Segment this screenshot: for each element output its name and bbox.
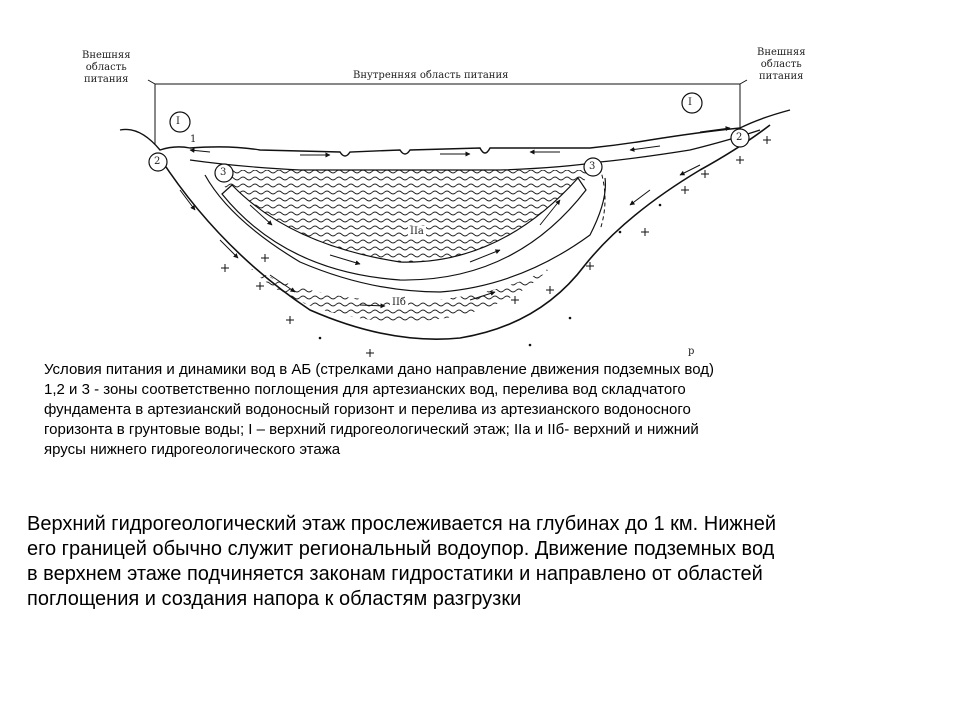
caption-line: горизонта в грунтовые воды; I – верхний … bbox=[44, 421, 699, 438]
zone-label-3-right: 3 bbox=[589, 161, 596, 172]
body-line: его границей обычно служит региональный … bbox=[27, 538, 775, 560]
caption-line: 1,2 и 3 - зоны соответственно поглощения… bbox=[44, 381, 686, 398]
layer-label-IIa: IIа bbox=[408, 226, 426, 238]
ground-surface bbox=[119, 109, 791, 157]
layer-label-IIb: IIб bbox=[390, 297, 408, 309]
basement-boundary bbox=[159, 124, 771, 340]
zone-label-I-left: I bbox=[176, 116, 180, 127]
body-line: в верхнем этаже подчиняется законам гидр… bbox=[27, 563, 763, 585]
basement-dots bbox=[318, 203, 662, 347]
figure-caption: Условия питания и динамики вод в АБ (стр… bbox=[44, 360, 924, 460]
caption-line: ярусы нижнего гидрогеологического этажа bbox=[44, 441, 341, 458]
basement-crosses bbox=[221, 136, 771, 357]
zone-label-1: 1 bbox=[190, 134, 197, 145]
zone-label-2-left: 2 bbox=[154, 156, 161, 167]
dashed-boundary bbox=[599, 167, 606, 231]
label-inner-area: Внутренняя область питания bbox=[350, 70, 512, 82]
caption-line: Условия питания и динамики вод в АБ (стр… bbox=[44, 361, 714, 378]
stray-mark: р bbox=[688, 346, 695, 357]
flow-band bbox=[221, 177, 587, 281]
caption-line: фундамента в артезианский водоносный гор… bbox=[44, 401, 691, 418]
zone-label-I-right: I bbox=[688, 97, 692, 108]
body-line: Верхний гидрогеологический этаж прослежи… bbox=[27, 513, 777, 535]
zone-label-3-left: 3 bbox=[220, 167, 227, 178]
body-line: поглощения и создания напора к областям … bbox=[27, 588, 522, 610]
aquitard-middle bbox=[204, 174, 607, 293]
aquifer-IIb bbox=[250, 268, 550, 322]
body-paragraph: Верхний гидрогеологический этаж прослежи… bbox=[27, 512, 947, 612]
zone-label-2-right: 2 bbox=[736, 132, 743, 143]
